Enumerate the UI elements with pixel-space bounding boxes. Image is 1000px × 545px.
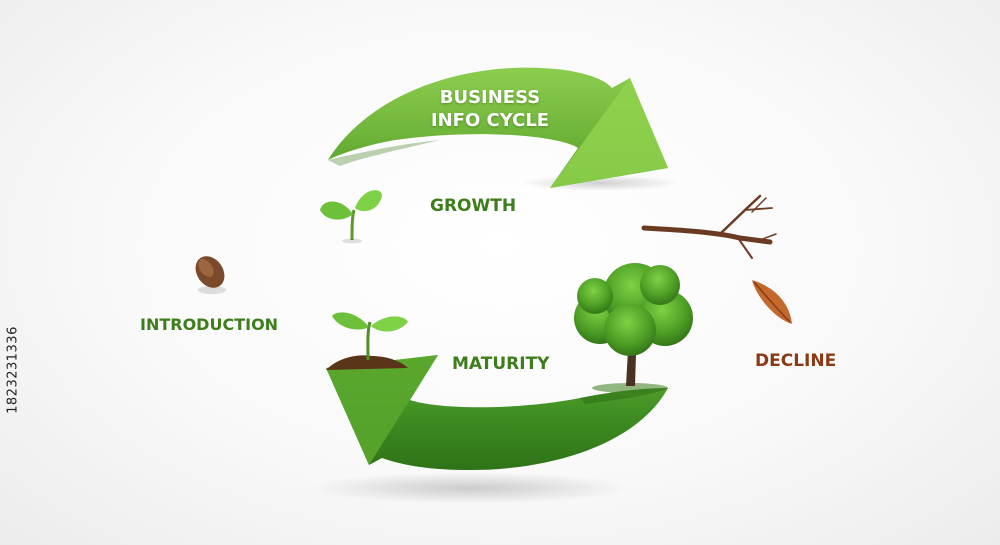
- seed-icon: [195, 256, 226, 294]
- stage-label-decline: DECLINE: [755, 351, 837, 371]
- bare-branch-icon: [641, 194, 777, 259]
- bottom-cycle-arrow: [326, 355, 668, 470]
- sprout-icon: [320, 190, 382, 244]
- stock-image-id: 1823231336: [4, 300, 22, 440]
- fallen-leaf-icon: [752, 280, 792, 324]
- tree-icon: [574, 263, 693, 393]
- bottom-arrow-shadow: [310, 472, 630, 504]
- stock-image-id-text: 1823231336: [5, 326, 21, 414]
- stage-label-maturity: MATURITY: [452, 354, 550, 374]
- seedling-in-soil-icon: [326, 312, 408, 370]
- stage-label-growth: GROWTH: [430, 196, 517, 216]
- stage-label-introduction: INTRODUCTION: [140, 315, 279, 334]
- title-line-2: INFO CYCLE: [430, 110, 550, 131]
- cycle-title: BUSINESS INFO CYCLE: [404, 86, 576, 132]
- top-cycle-arrow: [328, 67, 668, 188]
- title-line-1: BUSINESS: [439, 87, 541, 108]
